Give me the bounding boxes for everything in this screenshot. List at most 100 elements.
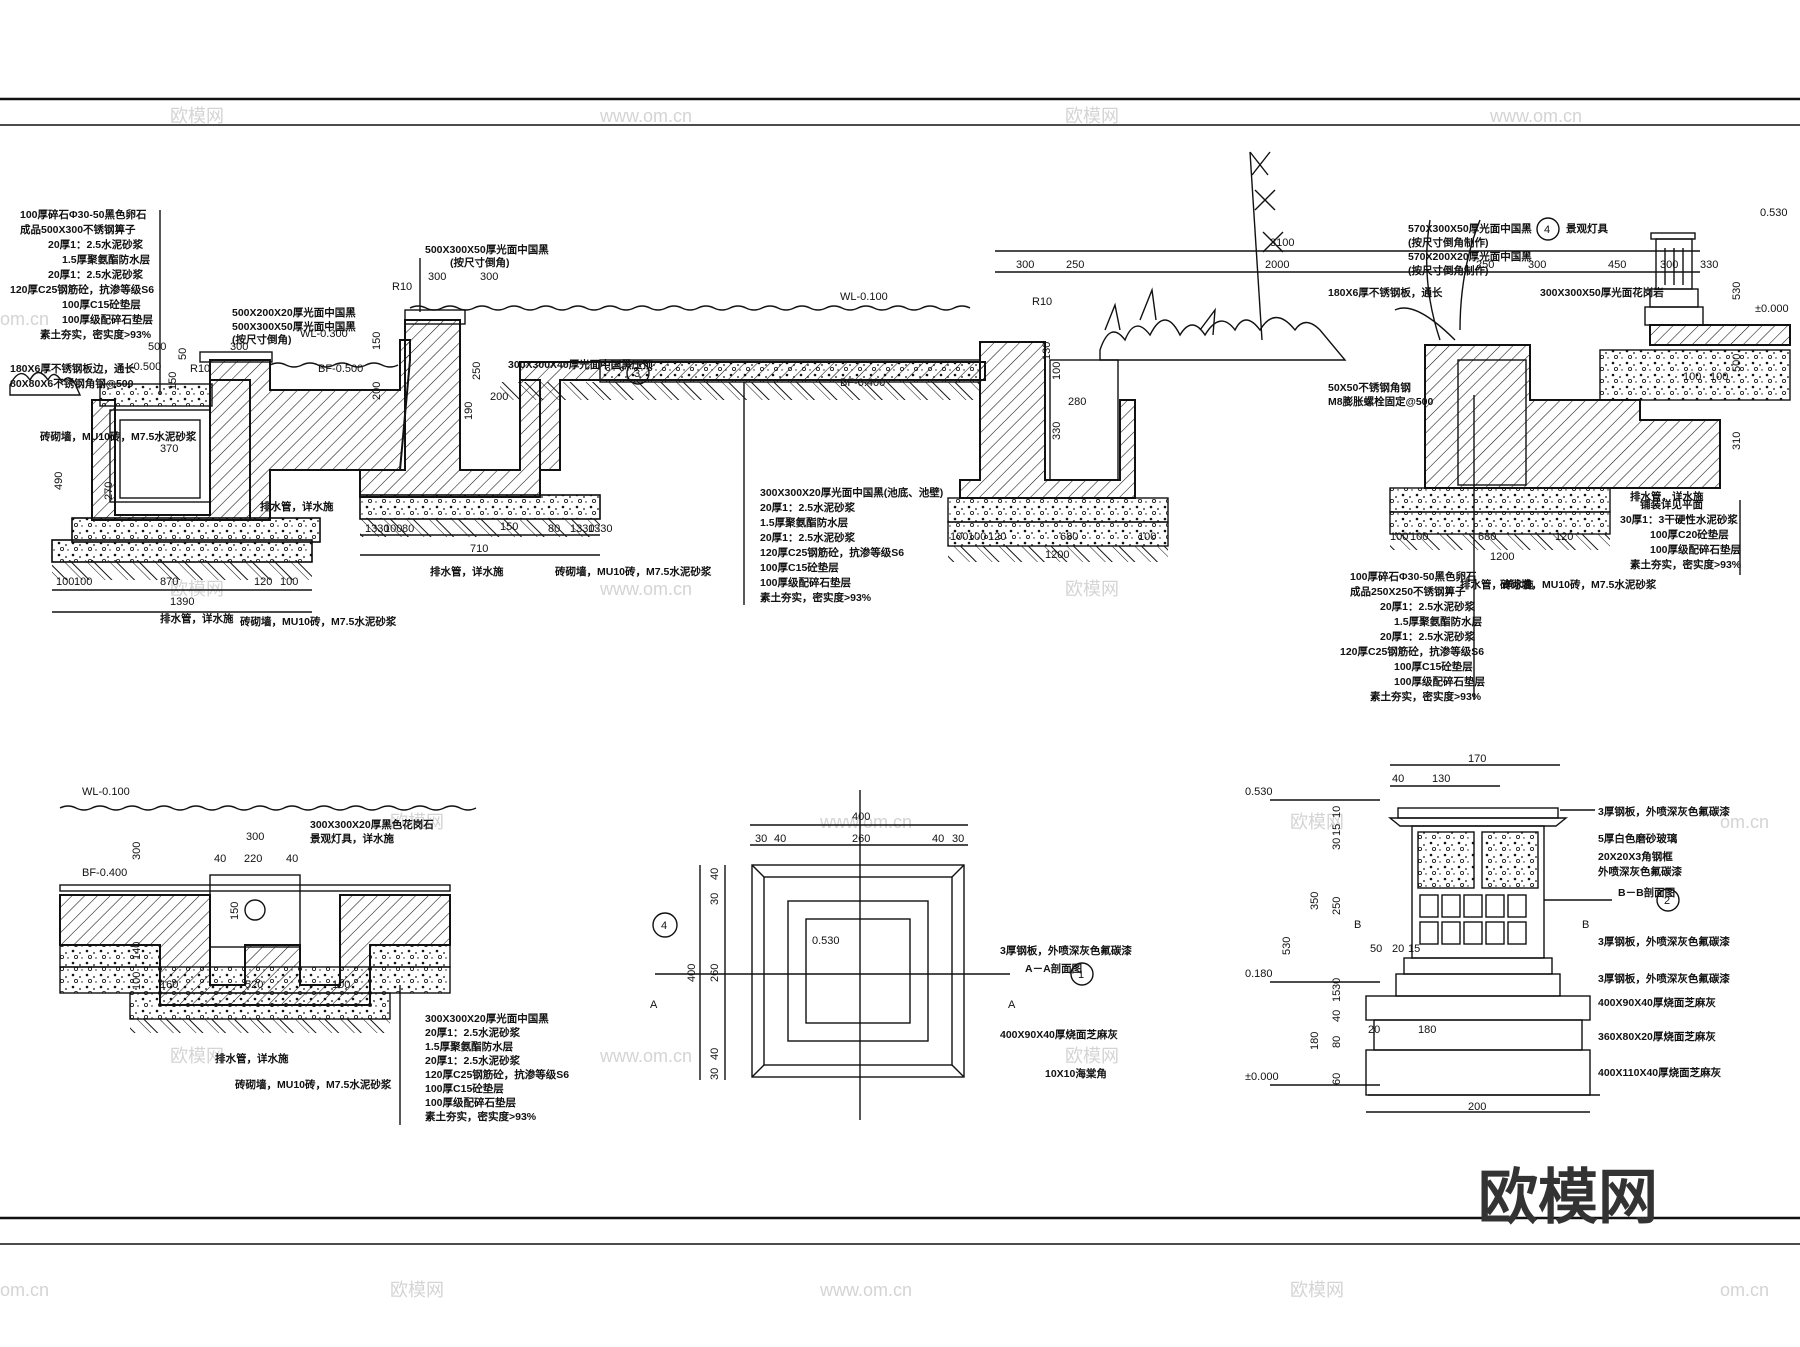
callout-label: 570X200X20厚光面中国黑 [1408, 250, 1532, 263]
callout-label: 300X300X20厚黑色花岗石 [310, 818, 434, 831]
watermark-site: www.om.cn [1489, 106, 1582, 126]
dimension-text: 250 [471, 362, 483, 380]
callout-label: 砖砌墙，MU10砖，M7.5水泥砂浆 [40, 430, 197, 443]
dimension-text: 2 [1664, 895, 1670, 907]
callout-label: 100厚碎石Φ30-50黑色卵石 [1350, 570, 1477, 583]
callout-label: 120厚C25钢筋砼，抗渗等级S6 [1340, 645, 1484, 658]
callout-label: 素土夯实，密实度>93% [424, 1110, 537, 1123]
callout-label: 300X300X20厚光面中国黑(池底、池壁) [760, 486, 943, 499]
dimension-text: 100 [1710, 371, 1728, 383]
callout-label: 排水管，详水施 [1460, 578, 1534, 591]
callout-label: 20厚1：2.5水泥砂浆 [760, 531, 856, 544]
dimension-text: 250 [1476, 259, 1494, 271]
callout-label: 素土夯实，密实度>93% [759, 591, 872, 604]
watermark-site: om.cn [0, 1280, 49, 1300]
callout-label: 外喷深灰色氟碳漆 [1597, 865, 1682, 878]
callout-label: 500X300X50厚光面中国黑 [232, 320, 356, 333]
watermark-site: www.om.cn [819, 1280, 912, 1300]
dimension-text: 150 [371, 332, 383, 350]
dimension-text: 300 [131, 842, 143, 860]
callout-label: M8膨胀螺栓固定@500 [1328, 395, 1434, 408]
dimension-text: 330 [1051, 422, 1063, 440]
dimension-text: 0.530 [1760, 207, 1788, 219]
dimension-text: 280 [1068, 396, 1086, 408]
dimension-text: 40 [709, 868, 721, 880]
watermark-brand: 欧模网 [170, 579, 224, 599]
dimension-text: 80 [402, 523, 414, 535]
dimension-text: 1200 [1045, 549, 1069, 561]
dimension-text: 100 [332, 979, 350, 991]
dimension-text: 20 [1368, 1024, 1380, 1036]
callout-label: 20厚1：2.5水泥砂浆 [48, 268, 144, 281]
dimension-text: 1330 [588, 523, 612, 535]
dimension-text: 30 [709, 1068, 721, 1080]
dimension-text: 100 [384, 523, 402, 535]
watermark-brand: 欧模网 [390, 812, 444, 832]
dimension-text: 30 [1331, 838, 1343, 850]
dimension-text: 680 [1060, 531, 1078, 543]
callout-label: 铺装详见平面 [1640, 498, 1703, 511]
callout-label: 20厚1：2.5水泥砂浆 [1380, 600, 1476, 613]
callout-label: 400X90X40厚烧面芝麻灰 [1000, 1028, 1118, 1041]
watermark-brand: 欧模网 [390, 1280, 444, 1300]
callout-label: 排水管，详水施 [430, 565, 504, 578]
callout-label: 30厚1：3干硬性水泥砂浆 [1620, 513, 1738, 526]
dimension-text: 100 [131, 972, 143, 990]
callout-label: 素土夯实，密实度>93% [39, 328, 152, 341]
dimension-text: BF-0.500 [318, 363, 363, 375]
dimension-text: 310 [1731, 432, 1743, 450]
dimension-text: 500 [1731, 354, 1743, 372]
dimension-text: 120 [1555, 531, 1573, 543]
callout-label: 排水管，详水施 [160, 612, 234, 625]
callout-label: 100厚C15砼垫层 [425, 1082, 504, 1095]
callout-label: (按尺寸倒角) [232, 333, 292, 346]
dimension-text: 0.530 [1245, 786, 1273, 798]
dimension-text: 4 [661, 920, 667, 932]
section-pool-edge-left: 500 300 150 50 R10 370 490 270 100 100 8… [9, 208, 986, 628]
callout-label: 砖砌墙，MU10砖，M7.5水泥砂浆 [1500, 578, 1657, 591]
dimension-text: 300 [1016, 259, 1034, 271]
callout-label: 500X200X20厚光面中国黑 [232, 306, 356, 319]
dimension-text: 4 [1544, 224, 1550, 236]
dimension-text: 160 [160, 979, 178, 991]
callout-label: 100厚级配碎石垫层 [1394, 675, 1486, 688]
dimension-text: 530 [1731, 282, 1743, 300]
callout-label: (按尺寸倒角制作) [1408, 236, 1489, 249]
watermark-brand: 欧模网 [1065, 1046, 1119, 1066]
dimension-text: A [650, 999, 658, 1011]
dimension-text: 680 [1478, 531, 1496, 543]
watermark-brand: 欧模网 [170, 106, 224, 126]
dimension-text: 1330 [570, 523, 594, 535]
dimension-text: 300 [480, 271, 498, 283]
callout-label: 100厚C15砼垫层 [1394, 660, 1473, 673]
callout-label: 50X50不锈钢角钢 [1328, 381, 1411, 394]
dimension-text: 490 [53, 472, 65, 490]
callout-label: 360X80X20厚烧面芝麻灰 [1598, 1030, 1716, 1043]
dimension-text: BF-0.400 [82, 867, 127, 879]
watermark-logo-large: 欧模网 [1478, 1164, 1658, 1231]
callout-label: 500X300X50厚光面中国黑 [425, 243, 549, 256]
callout-label: 20厚1：2.5水泥砂浆 [425, 1026, 521, 1039]
dimension-text: WL-0.100 [840, 291, 888, 303]
lamp-glass-grid [1419, 894, 1527, 945]
watermark-site: www.om.cn [819, 812, 912, 832]
plan-lamp-base: 400 30 40 260 40 30 40 30 260 40 30 400 … [650, 790, 1132, 1120]
watermark-brand: 欧模网 [1065, 579, 1119, 599]
dimension-text: 0.530 [812, 935, 840, 947]
callout-label: 20厚1：2.5水泥砂浆 [760, 501, 856, 514]
callout-label: 100厚级配碎石垫层 [425, 1096, 517, 1109]
dimension-text: 10 [1331, 806, 1343, 818]
dimension-text: 40 [214, 853, 226, 865]
callout-label: B－B剖面图 [1618, 886, 1675, 899]
sheet-frame [0, 97, 1800, 1245]
dimension-text: 40 [1331, 1010, 1343, 1022]
callout-label: 100厚级配碎石垫层 [760, 576, 852, 589]
watermarks: 欧模网 www.om.cn 欧模网 www.om.cn om.cn 欧模网 ww… [0, 106, 1769, 1300]
callout-label: 20X20X3角钢框 [1598, 850, 1673, 863]
callout-label: 1.5厚聚氨酯防水层 [425, 1040, 514, 1053]
dimension-text: 1330 [365, 523, 389, 535]
dimension-text: 200 [371, 382, 383, 400]
callout-label: 1.5厚聚氨酯防水层 [62, 253, 151, 266]
callout-label: 3厚钢板，外喷深灰色氟碳漆 [1598, 805, 1730, 818]
